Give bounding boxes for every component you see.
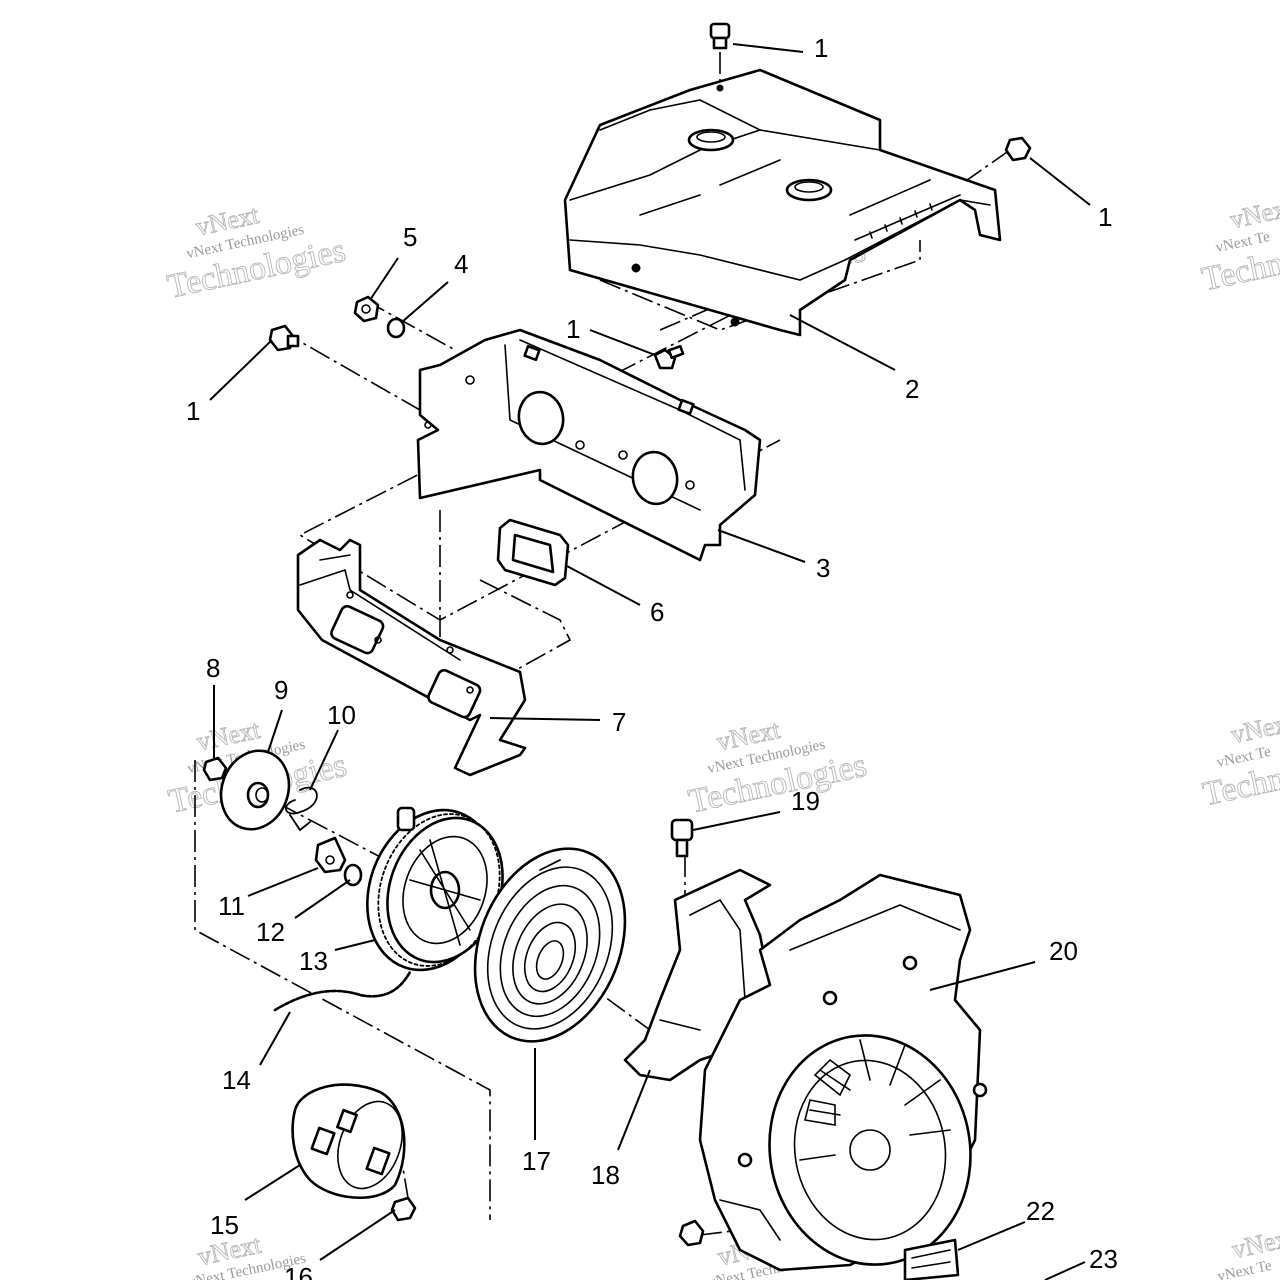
gasket-part-6 — [496, 518, 570, 587]
fan-housing-part-20 — [698, 873, 988, 1272]
callout-10: 10 — [327, 700, 356, 730]
recoil-spring-part-17 — [473, 847, 627, 1043]
callout-labels: 1 1 1 1 2 3 4 5 6 7 8 9 10 11 12 13 14 1… — [186, 33, 1118, 1280]
callout-17: 17 — [522, 1146, 551, 1176]
callout-4: 4 — [454, 249, 468, 279]
nut-part-5 — [353, 295, 380, 323]
starter-rope-part-14 — [273, 970, 412, 1012]
watermark-middle-center: vNext vNext Technologies Technologies — [685, 714, 870, 821]
bolt-part-1-middle — [653, 344, 685, 370]
callout-8: 8 — [206, 653, 220, 683]
washer-part-4 — [386, 317, 406, 339]
svg-text:vNext: vNext — [1228, 707, 1280, 749]
bolt-part-19 — [670, 818, 694, 858]
leader-lines — [209, 43, 1091, 1280]
bracket-plate-part-3 — [416, 328, 762, 562]
callout-15: 15 — [210, 1210, 239, 1240]
spring-clip-part-10 — [285, 786, 318, 832]
bolt-part-1-left — [268, 324, 300, 352]
callout-1-left: 1 — [186, 396, 200, 426]
decal-part-22 — [903, 1238, 960, 1280]
rope-pulley-part-13 — [366, 806, 504, 972]
callout-22: 22 — [1026, 1196, 1055, 1226]
callout-1-right: 1 — [1098, 202, 1112, 232]
callout-16: 16 — [284, 1262, 313, 1280]
watermark-middle-right: vNext vNext Te Techn — [1199, 707, 1280, 814]
watermark-bottom-right: vNext vNext Te — [1216, 1222, 1280, 1280]
callout-14: 14 — [222, 1065, 251, 1095]
svg-text:vNext: vNext — [1227, 193, 1280, 235]
callout-5: 5 — [403, 222, 417, 252]
callout-11: 11 — [218, 891, 245, 921]
callout-23: 23 — [1089, 1244, 1118, 1274]
watermark-top-right: vNext vNext Te Techn — [1198, 192, 1280, 299]
svg-text:Techn: Techn — [1200, 760, 1280, 813]
callout-18: 18 — [591, 1160, 620, 1190]
callout-2: 2 — [905, 374, 919, 404]
nut-part-21 — [678, 1219, 705, 1247]
svg-text:vNext: vNext — [1230, 1222, 1280, 1264]
callout-1-top: 1 — [814, 33, 828, 63]
callout-9: 9 — [274, 675, 288, 705]
callout-7: 7 — [612, 707, 626, 737]
watermark-top-left: vNext vNext Technologies Technologies — [164, 199, 349, 306]
bolt-part-1-top — [709, 22, 731, 50]
pawl-part-11 — [314, 836, 347, 874]
nut-part-8 — [202, 756, 228, 782]
friction-plate-part-9 — [219, 749, 291, 831]
bolt-part-16 — [390, 1196, 417, 1222]
callout-20: 20 — [1049, 936, 1078, 966]
starter-cup-part-15 — [291, 1083, 406, 1200]
callout-6: 6 — [650, 597, 664, 627]
svg-text:Techn: Techn — [1198, 245, 1280, 298]
callout-19: 19 — [791, 786, 820, 816]
callout-3: 3 — [816, 553, 830, 583]
callout-12: 12 — [256, 917, 285, 947]
callout-1-middle: 1 — [566, 314, 580, 344]
upper-shroud-part-2 — [563, 68, 1002, 337]
lower-plate-part-7 — [296, 538, 527, 777]
bolt-part-1-right — [1004, 136, 1032, 162]
callout-13: 13 — [299, 946, 328, 976]
